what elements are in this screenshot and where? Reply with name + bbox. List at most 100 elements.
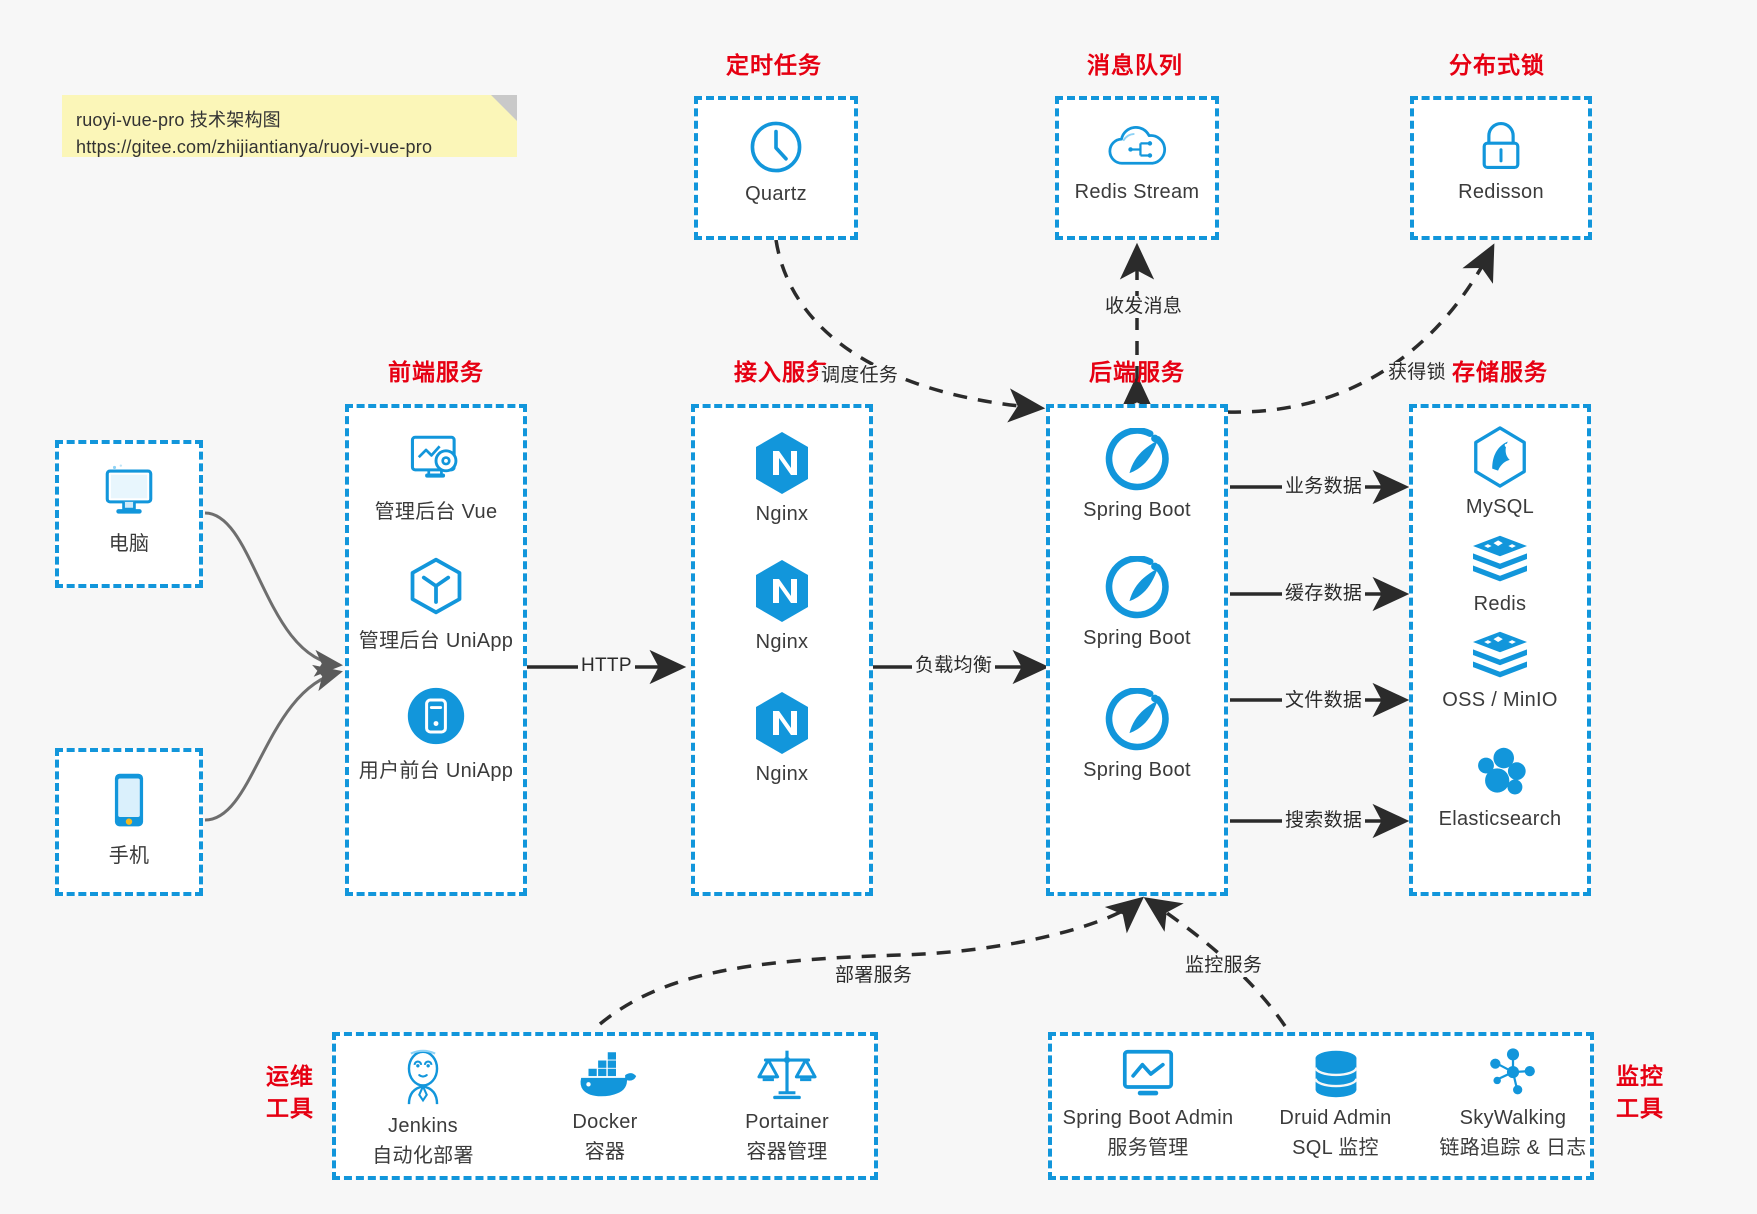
node-spring-boot-2[interactable]: Spring Boot <box>1046 555 1228 650</box>
node-sublabel: 链路追踪 & 日志 <box>1439 1137 1587 1159</box>
node-docker[interactable]: Docker 容器 <box>514 1050 696 1164</box>
spring-boot-icon <box>1105 427 1169 492</box>
docker-whale-icon <box>572 1050 638 1104</box>
node-label: Quartz <box>745 183 807 205</box>
edge-label-business-data: 业务数据 <box>1282 476 1366 498</box>
group-title-message-queue: 消息队列 <box>1087 52 1183 78</box>
node-label: 管理后台 UniApp <box>358 630 514 652</box>
group-box-message-queue <box>1055 96 1219 240</box>
edge-label-deploy-service: 部署服务 <box>832 965 916 987</box>
uniapp-cube-icon <box>405 555 467 617</box>
nginx-icon <box>752 558 812 624</box>
node-label: Redisson <box>1458 181 1544 203</box>
node-label: Docker <box>572 1111 638 1133</box>
network-nodes-icon <box>1483 1046 1543 1100</box>
spring-boot-icon <box>1105 687 1169 752</box>
edge-label-schedule-task: 调度任务 <box>818 365 902 387</box>
node-label: 管理后台 Vue <box>374 501 498 523</box>
node-portainer[interactable]: Portainer 容器管理 <box>696 1046 878 1164</box>
node-label: Spring Boot Admin <box>1062 1107 1234 1129</box>
group-box-scheduled-task <box>694 96 858 240</box>
node-label: Nginx <box>755 631 809 653</box>
node-spring-boot-1[interactable]: Spring Boot <box>1046 427 1228 522</box>
note-fold-corner <box>491 95 517 121</box>
node-sublabel: 容器 <box>584 1141 626 1163</box>
node-phone[interactable]: 手机 <box>55 770 203 868</box>
group-box-client-computer <box>55 440 203 588</box>
node-redis-stream[interactable]: Redis Stream <box>1055 118 1219 204</box>
edge-label-monitor-service: 监控服务 <box>1182 955 1266 977</box>
group-title-gateway: 接入服务 <box>734 359 830 385</box>
cloud-stream-icon <box>1106 118 1168 174</box>
node-mysql[interactable]: MySQL <box>1409 425 1591 519</box>
database-cylinder-icon <box>1308 1048 1364 1100</box>
node-sublabel: 容器管理 <box>746 1141 828 1163</box>
lock-icon <box>1473 118 1529 174</box>
desktop-computer-icon <box>96 462 162 520</box>
node-label: Portainer <box>745 1111 829 1133</box>
node-druid-admin[interactable]: Druid Admin SQL 监控 <box>1248 1048 1423 1160</box>
spring-boot-icon <box>1105 555 1169 620</box>
note-line-2: https://gitee.com/zhijiantianya/ruoyi-vu… <box>76 137 433 157</box>
node-elasticsearch[interactable]: Elasticsearch <box>1409 745 1591 831</box>
node-label: MySQL <box>1465 496 1535 518</box>
group-title-backend: 后端服务 <box>1089 359 1185 385</box>
node-label: Nginx <box>755 503 809 525</box>
nginx-icon <box>752 690 812 756</box>
mysql-dolphin-icon <box>1470 425 1530 489</box>
node-jenkins[interactable]: Jenkins 自动化部署 <box>332 1046 514 1168</box>
diagram-note: ruoyi-vue-pro 技术架构图 https://gitee.com/zh… <box>62 95 517 157</box>
edge-label-http: HTTP <box>578 655 635 677</box>
monitor-settings-icon <box>403 430 469 488</box>
monitor-chart-icon <box>1117 1048 1179 1100</box>
node-admin-uniapp[interactable]: 管理后台 UniApp <box>345 555 527 653</box>
node-label: Redis <box>1473 593 1527 615</box>
node-quartz[interactable]: Quartz <box>694 118 858 206</box>
redis-stack-icon <box>1469 532 1531 586</box>
group-title-monitor-line1: 监控 <box>1616 1063 1664 1089</box>
node-label: OSS / MinIO <box>1442 689 1558 711</box>
node-sublabel: 服务管理 <box>1107 1137 1189 1159</box>
note-line-1: ruoyi-vue-pro 技术架构图 <box>76 110 281 130</box>
node-spring-boot-admin[interactable]: Spring Boot Admin 服务管理 <box>1048 1048 1248 1160</box>
group-title-monitor-line2: 工具 <box>1616 1095 1664 1121</box>
group-title-devops-line2: 工具 <box>266 1095 314 1121</box>
group-title-monitor: 监控 工具 <box>1608 1060 1672 1124</box>
node-skywalking[interactable]: SkyWalking 链路追踪 & 日志 <box>1423 1046 1603 1160</box>
edge-label-file-data: 文件数据 <box>1282 690 1366 712</box>
node-label: Druid Admin <box>1279 1107 1392 1129</box>
edge-label-load-balance: 负载均衡 <box>912 655 996 677</box>
node-oss-minio[interactable]: OSS / MinIO <box>1409 628 1591 712</box>
group-title-devops: 运维 工具 <box>258 1060 322 1124</box>
node-label: Nginx <box>755 763 809 785</box>
node-nginx-3[interactable]: Nginx <box>691 690 873 786</box>
node-label: SkyWalking <box>1459 1107 1567 1129</box>
group-box-frontend <box>345 404 527 896</box>
clock-icon <box>747 118 805 176</box>
scales-icon <box>756 1046 818 1104</box>
node-computer[interactable]: 电脑 <box>55 462 203 556</box>
edge-label-cache-data: 缓存数据 <box>1282 583 1366 605</box>
node-nginx-1[interactable]: Nginx <box>691 430 873 526</box>
group-title-distributed-lock: 分布式锁 <box>1449 52 1545 78</box>
node-nginx-2[interactable]: Nginx <box>691 558 873 654</box>
node-user-uniapp[interactable]: 用户前台 UniApp <box>345 685 527 783</box>
nginx-icon <box>752 430 812 496</box>
elasticsearch-icon <box>1471 745 1529 801</box>
mobile-phone-icon <box>105 770 153 832</box>
group-title-scheduled-task: 定时任务 <box>726 52 822 78</box>
group-title-frontend: 前端服务 <box>388 359 484 385</box>
node-spring-boot-3[interactable]: Spring Boot <box>1046 687 1228 782</box>
edge-label-message: 收发消息 <box>1102 296 1186 318</box>
edge-label-search-data: 搜索数据 <box>1282 810 1366 832</box>
node-label: Elasticsearch <box>1438 808 1562 830</box>
group-title-storage: 存储服务 <box>1452 359 1548 385</box>
node-label: 手机 <box>108 845 150 867</box>
node-sublabel: 自动化部署 <box>372 1145 474 1167</box>
node-label: 用户前台 UniApp <box>358 760 514 782</box>
node-redisson[interactable]: Redisson <box>1410 118 1592 204</box>
node-admin-vue[interactable]: 管理后台 Vue <box>345 430 527 524</box>
node-redis[interactable]: Redis <box>1409 532 1591 616</box>
mobile-app-icon <box>405 685 467 747</box>
